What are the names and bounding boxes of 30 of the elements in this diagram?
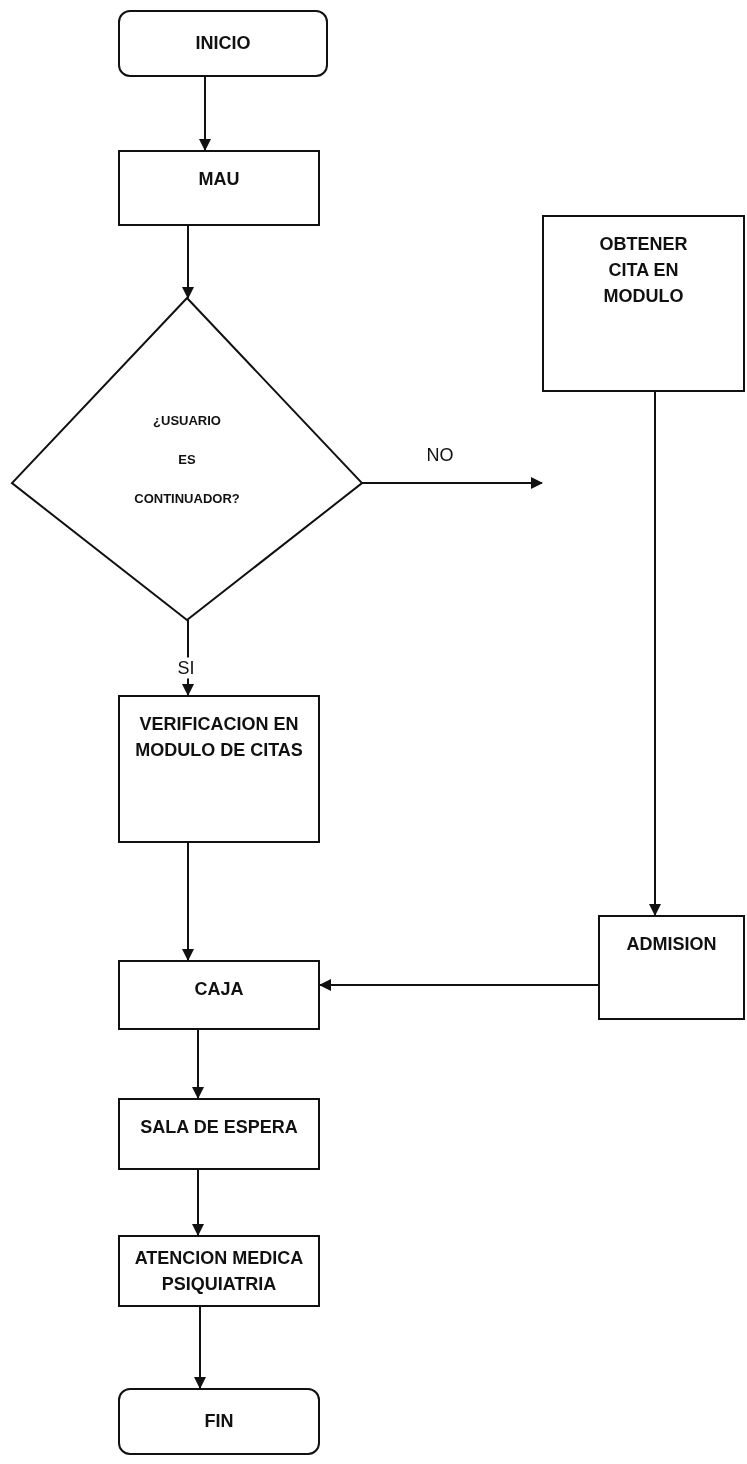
arrow (194, 1306, 206, 1389)
node-text: SALA DE ESPERA (140, 1116, 298, 1139)
node-text: VERIFICACION EN MODULO DE CITAS (134, 713, 304, 763)
arrow (649, 391, 661, 916)
process-box (118, 695, 320, 843)
process-box (598, 915, 745, 1020)
process-box (118, 150, 320, 226)
terminal-box (118, 1388, 320, 1455)
arrow (192, 1029, 204, 1099)
process-box (542, 215, 745, 392)
arrow (319, 979, 599, 991)
arrow (182, 225, 194, 299)
node-text: FIN (204, 1410, 234, 1434)
node-text: CAJA (194, 978, 244, 1001)
process-box (118, 1235, 320, 1307)
process-box (118, 960, 320, 1030)
arrow (182, 842, 194, 961)
arrow (199, 76, 211, 151)
arrow (361, 477, 543, 489)
terminal-box (118, 10, 328, 77)
node-text: ADMISION (626, 933, 717, 956)
node-text: ATENCION MEDICA PSIQUIATRIA (133, 1246, 305, 1296)
node-text: OBTENER CITA EN MODULO (598, 233, 689, 309)
node-text: INICIO (195, 32, 251, 56)
decision-diamond (12, 298, 362, 620)
arrow (182, 619, 194, 696)
node-text: MAU (198, 168, 240, 191)
node-text: ¿USUARIO ES CONTINUADOR? (133, 411, 241, 508)
process-box (118, 1098, 320, 1170)
arrow (192, 1169, 204, 1236)
